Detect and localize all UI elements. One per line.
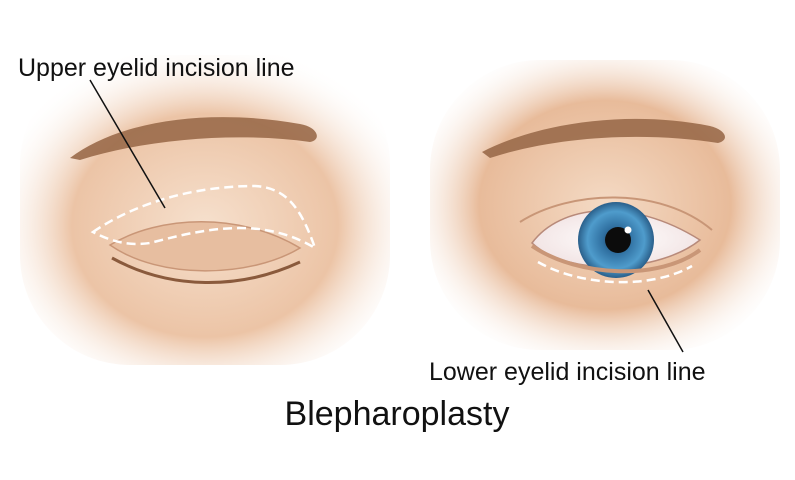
- upper-leader-line: [89, 79, 166, 209]
- closed-lash-line: [111, 256, 301, 284]
- lower-lid: [530, 244, 702, 274]
- lower-leader-line: [647, 289, 684, 353]
- upper-incision-label: Upper eyelid incision line: [18, 54, 295, 82]
- eyebrow-right: [482, 118, 725, 158]
- skin-patch-left: [20, 55, 390, 365]
- eyebrow-left: [70, 117, 317, 160]
- pupil: [605, 227, 631, 253]
- lower-incision-line: [537, 260, 693, 284]
- catchlight: [624, 226, 632, 234]
- diagram-title: Blepharoplasty: [285, 395, 510, 433]
- closed-eye-panel: [20, 55, 390, 365]
- open-eye-panel: [430, 60, 780, 353]
- upper-lid-crease: [519, 196, 713, 231]
- closed-lid: [108, 221, 302, 272]
- lower-incision-label: Lower eyelid incision line: [429, 358, 706, 386]
- upper-incision-line: [90, 184, 318, 251]
